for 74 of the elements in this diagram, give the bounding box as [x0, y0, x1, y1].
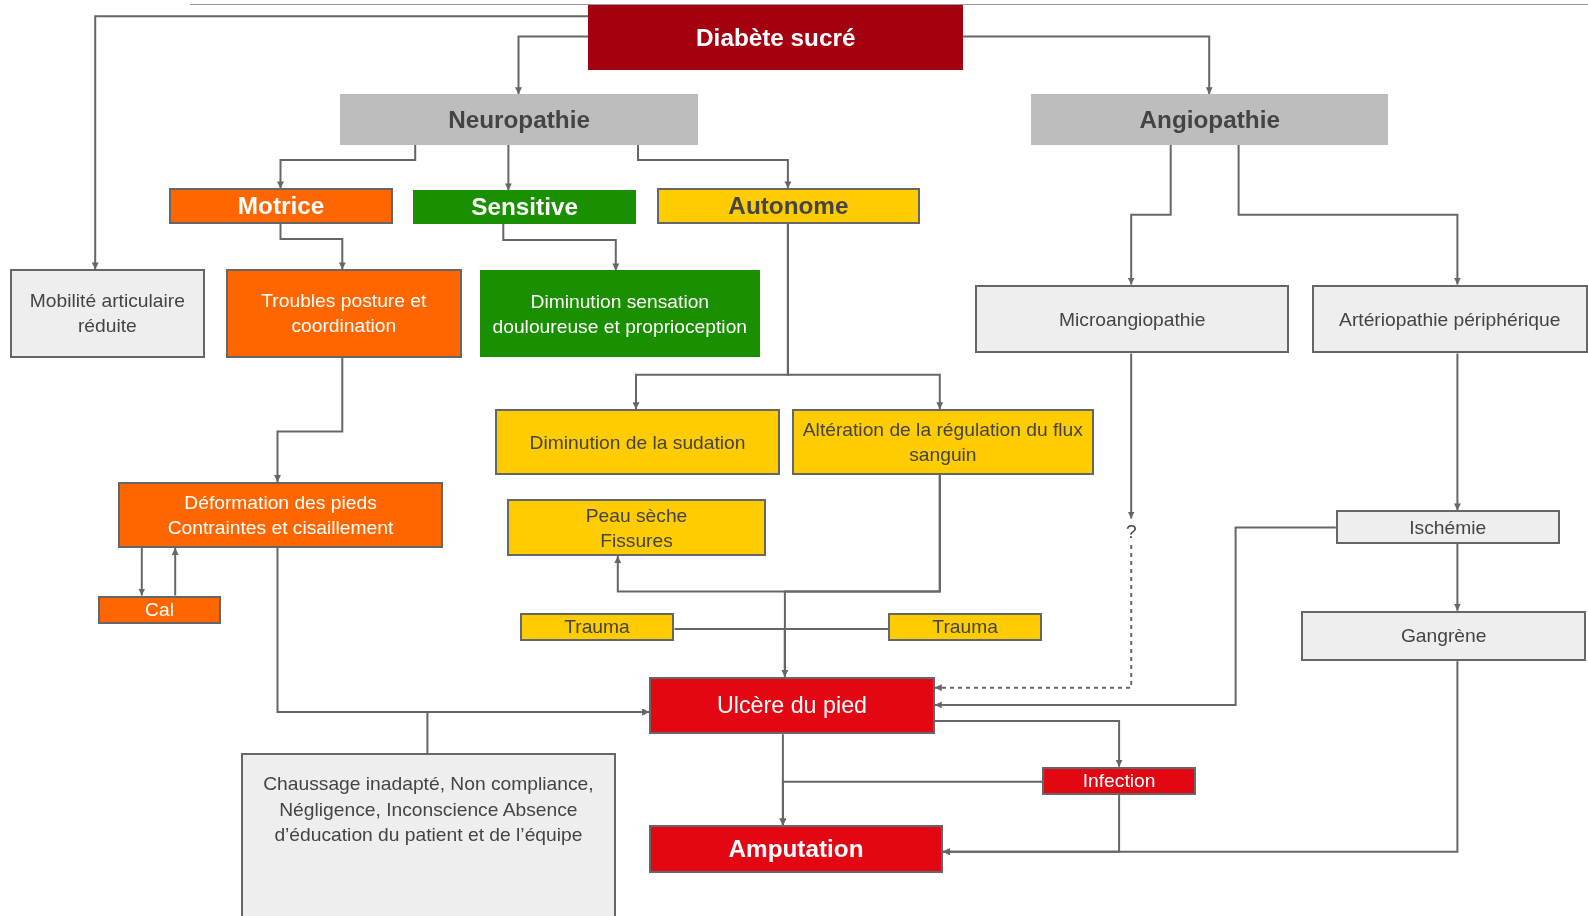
box-label: Trauma — [564, 615, 630, 640]
arrow — [91, 15, 590, 271]
process-box — [413, 190, 636, 224]
process-box — [1301, 610, 1586, 662]
box-label: Amputation — [728, 834, 864, 865]
process-box — [588, 5, 964, 70]
process-box — [657, 188, 920, 224]
process-box — [225, 269, 462, 358]
process-box — [649, 676, 935, 735]
box-label: Diabète sucré — [696, 22, 856, 53]
arrow — [786, 222, 944, 411]
arrow — [637, 143, 792, 190]
arrow — [941, 660, 1459, 856]
arrow — [1453, 352, 1461, 512]
arrow — [779, 780, 1044, 827]
process-box — [888, 612, 1043, 642]
arrow — [962, 35, 1213, 96]
process-box — [241, 753, 616, 916]
box-label: Peau sèche — [585, 503, 688, 528]
process-box — [118, 482, 443, 548]
process-box — [519, 612, 675, 642]
process-box — [507, 499, 766, 556]
arrow — [1453, 542, 1461, 612]
dashed-arrow — [933, 543, 1133, 692]
process-box — [975, 284, 1290, 354]
box-label: Angiopathie — [1139, 104, 1280, 135]
box-label: Cal — [145, 598, 174, 623]
arrow — [171, 546, 179, 597]
process-box — [169, 188, 393, 224]
arrow — [504, 143, 512, 192]
arrow — [279, 222, 346, 271]
box-label: Gangrène — [1400, 624, 1487, 649]
box-label: Fissures — [600, 528, 673, 553]
process-box — [1311, 284, 1588, 354]
box-label: Troubles posture et coordination — [260, 289, 428, 339]
arrow — [515, 35, 590, 96]
arrow — [1237, 143, 1461, 286]
box-label: Ischémie — [1409, 515, 1487, 540]
process-box — [98, 595, 221, 624]
arrow — [502, 222, 620, 272]
arrow — [1127, 352, 1135, 520]
box-label: Mobilité articulaire réduite — [28, 289, 186, 339]
box-label: Déformation des pieds — [184, 490, 377, 515]
process-box — [1335, 510, 1560, 544]
box-label: Infection — [1082, 769, 1156, 794]
process-box — [495, 409, 780, 475]
box-label: Neuropathie — [448, 104, 590, 135]
box-label: Microangiopathie — [1059, 307, 1206, 332]
box-label: Motrice — [237, 191, 325, 222]
arrow — [277, 143, 417, 190]
box-label: Contraintes et cisaillement — [167, 515, 394, 540]
box-label: Sensitive — [471, 192, 578, 223]
arrow — [274, 356, 344, 484]
box-label: Trauma — [932, 615, 998, 640]
box-label: Diminution de la sudation — [529, 430, 746, 455]
process-box — [480, 270, 760, 358]
arrow — [1127, 143, 1172, 286]
box-label: Artériopathie périphérique — [1339, 307, 1561, 332]
box-label: Altération de la régulation du flux sanguin — [801, 418, 1084, 468]
process-box — [1042, 766, 1197, 795]
box-label: Diminution sensation douloureuse et proprioception — [491, 289, 749, 339]
box-label: ? — [1125, 520, 1137, 545]
arrow — [781, 627, 890, 678]
box-label: Autonome — [728, 191, 849, 222]
process-box — [10, 269, 205, 358]
arrow — [933, 526, 1337, 709]
box-label: Chaussage inadapté, Non compliance, Négligence, Inconscience Absence d’éducation du patient et de l’équipe — [262, 772, 595, 847]
arrow — [933, 720, 1123, 768]
process-box — [649, 825, 943, 873]
box-label: Ulcère du pied — [716, 691, 868, 721]
process-box — [791, 409, 1094, 475]
process-box — [340, 94, 698, 145]
process-box — [1031, 94, 1389, 145]
arrow — [138, 546, 146, 597]
